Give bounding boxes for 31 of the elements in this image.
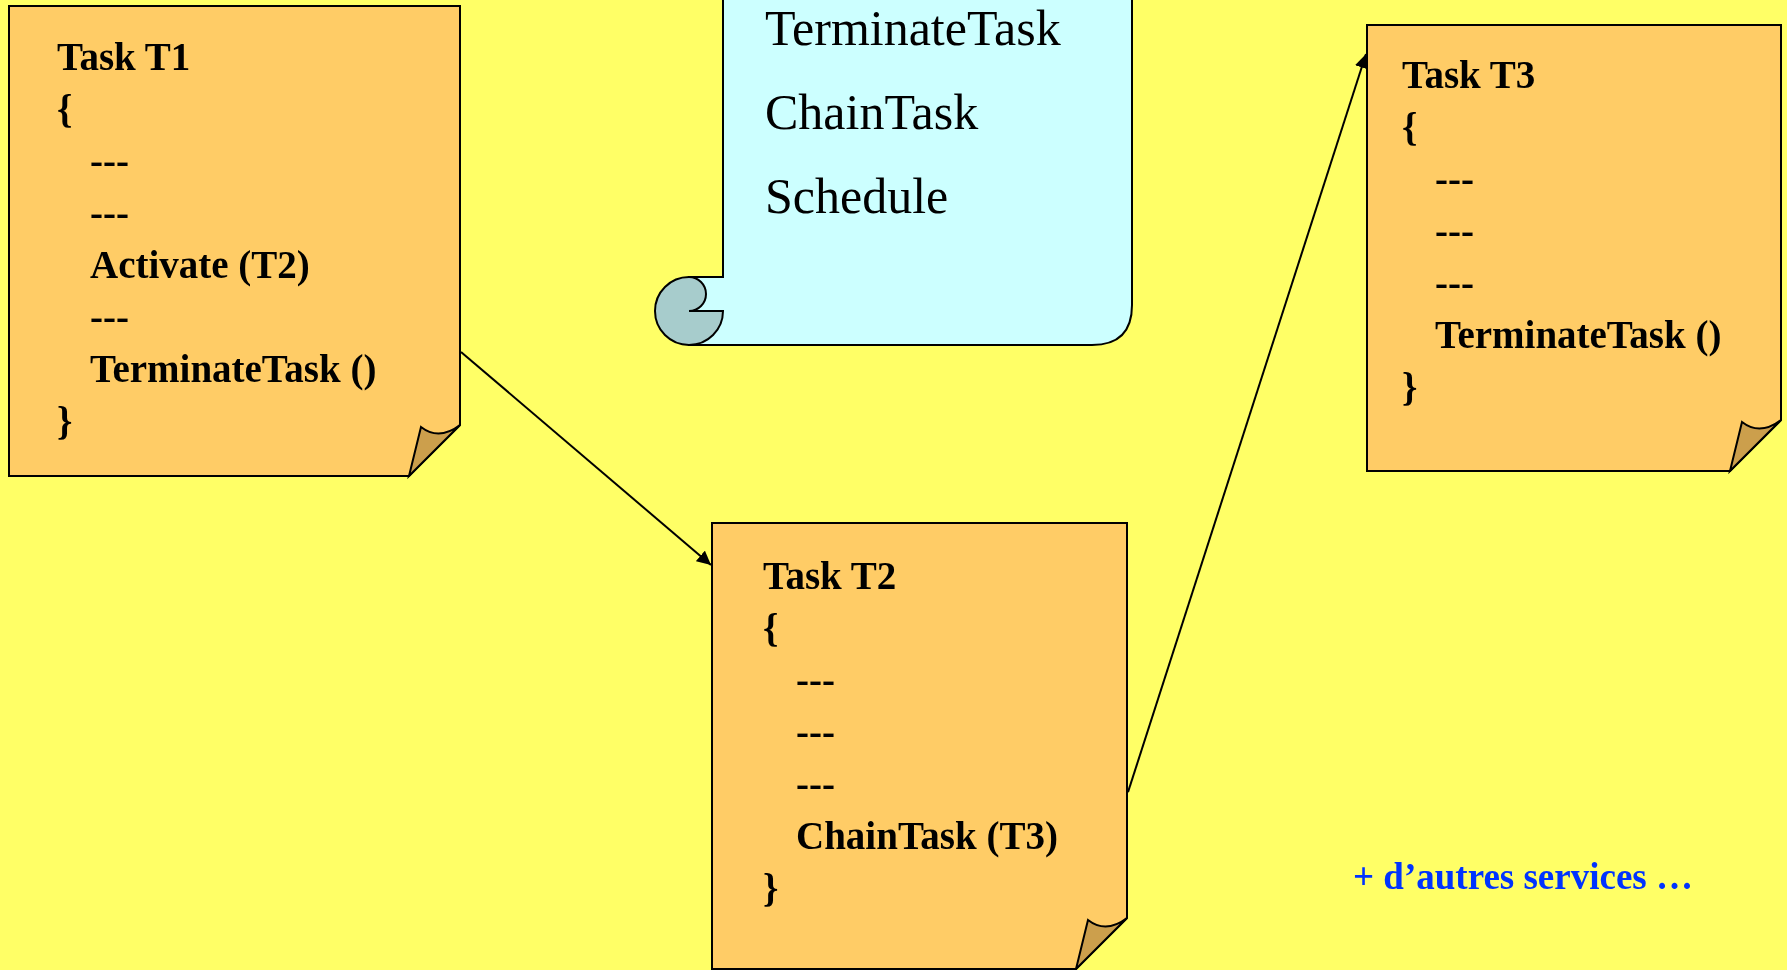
service-name: TerminateTask	[765, 0, 1061, 56]
service-name: ChainTask	[765, 84, 979, 140]
code-line: TerminateTask ()	[90, 346, 377, 392]
code-line: }	[57, 398, 73, 444]
code-line: ---	[1435, 260, 1474, 306]
note-title: Task T1	[57, 34, 191, 80]
code-line: {	[1402, 104, 1418, 150]
service-name: Schedule	[765, 168, 949, 224]
scroll-shape	[655, 0, 1133, 346]
code-line: ---	[1435, 156, 1474, 202]
code-line: ---	[90, 138, 129, 184]
arrow	[460, 350, 712, 566]
code-line: ---	[796, 657, 835, 703]
code-line: ---	[90, 294, 129, 340]
code-line: }	[1402, 364, 1418, 410]
code-note	[711, 522, 1128, 970]
note-text: + d’autres services …	[1353, 855, 1693, 898]
code-note	[8, 5, 461, 477]
code-line: ChainTask (T3)	[796, 813, 1058, 860]
note-title: Task T3	[1402, 52, 1536, 98]
code-line: {	[763, 605, 779, 651]
code-line: ---	[796, 709, 835, 755]
code-line: ---	[796, 761, 835, 807]
code-line: TerminateTask ()	[1435, 312, 1722, 358]
code-note	[1366, 24, 1782, 472]
code-line: ---	[90, 190, 129, 236]
code-line: {	[57, 86, 73, 132]
note-title: Task T2	[763, 553, 897, 599]
code-line: Activate (T2)	[90, 242, 310, 289]
code-line: ---	[1435, 208, 1474, 254]
code-line: }	[763, 865, 779, 911]
